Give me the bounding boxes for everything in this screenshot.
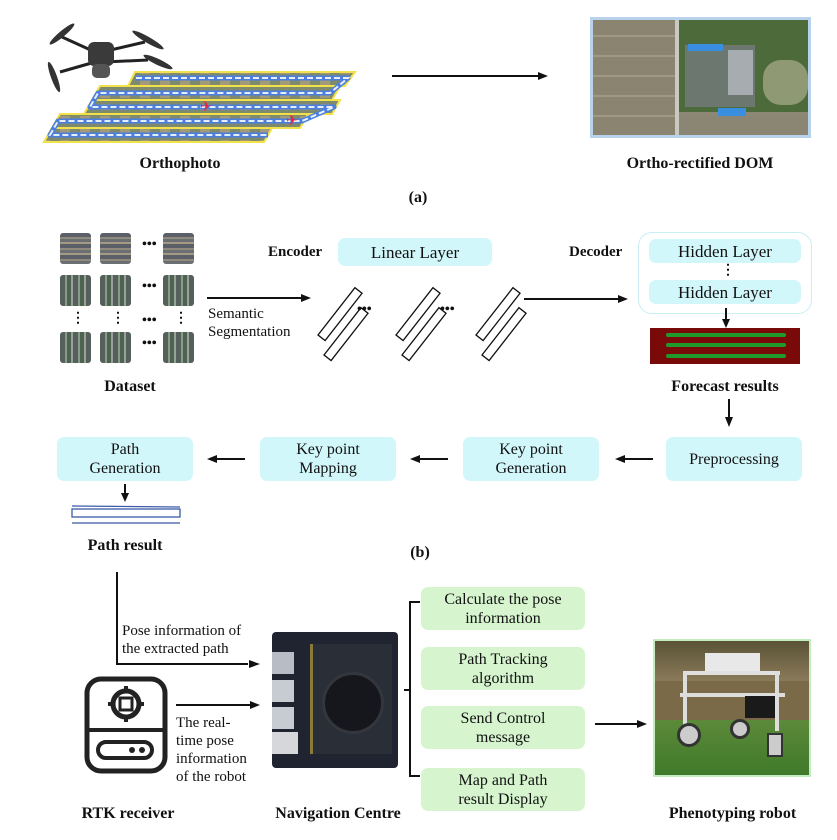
semantic-segmentation-label: Semantic Segmentation [208,306,291,340]
orthophoto-caption: Orthophoto [139,155,221,172]
arrow-down [725,399,733,427]
dataset-thumb [60,332,91,363]
dataset-thumb [100,275,131,306]
dataset-thumb [60,233,91,264]
path-result-caption: Path result [87,537,163,554]
ellipsis: ••• [357,302,372,317]
arrow-right [176,701,260,709]
real-time-pose-label: The real- time pose information of the r… [176,715,247,785]
ellipsis: ••• [142,237,157,252]
linear-layer-box: Linear Layer [338,238,492,266]
arrow-right [595,720,647,728]
arrow-left [410,455,448,463]
arrow-down [722,308,730,328]
ellipsis: ••• [142,336,157,351]
dataset-thumb [163,332,194,363]
hidden-layer-box: Hidden Layer [649,239,801,263]
flight-path-icon: ✈ ✈ [42,71,357,143]
dataset-thumb [163,233,194,264]
svg-text:✈: ✈ [200,99,212,115]
encoder-label: Encoder [268,244,323,260]
dataset-caption: Dataset [104,378,156,395]
panel-b-label: (b) [410,544,430,561]
arrow-left [207,455,245,463]
dom-caption: Ortho-rectified DOM [626,155,774,172]
bracket [404,601,420,777]
vertical-ellipsis: ⋮ [721,263,735,278]
navigation-centre-caption: Navigation Centre [275,805,401,822]
arrow-down [121,484,129,502]
vertical-ellipsis: ⋮ [174,311,188,326]
panel-a-label: (a) [408,189,428,206]
preprocessing-box: Preprocessing [666,437,802,481]
hidden-layer-box: Hidden Layer [649,280,801,304]
vertical-ellipsis: ⋮ [111,311,125,326]
dataset-thumb [100,332,131,363]
pose-information-label: Pose information of the extracted path [122,623,242,657]
connector-path-to-nav [116,572,260,668]
encoder-blocks [317,286,527,362]
drone-icon [47,23,173,93]
ortho-rectified-dom-image [590,17,811,138]
ellipsis: ••• [142,313,157,328]
forecast-result-image [650,328,800,364]
ellipsis: ••• [440,302,455,317]
rtk-receiver-caption: RTK receiver [81,805,175,822]
ellipsis: ••• [142,279,157,294]
navigation-board-image [272,632,398,768]
arrow-right [392,72,548,80]
vertical-ellipsis: ⋮ [71,311,85,326]
path-result-image [71,505,181,524]
dataset-thumb [163,275,194,306]
decoder-label: Decoder [569,244,623,260]
phenotyping-robot-caption: Phenotyping robot [668,805,797,822]
arrow-right [207,294,311,302]
dataset-thumb [60,275,91,306]
arrow-left [615,455,653,463]
arrow-right [524,295,628,303]
rtk-receiver-icon [84,676,168,774]
forecast-caption: Forecast results [671,378,779,395]
phenotyping-robot-image [653,639,811,777]
dataset-thumb [100,233,131,264]
svg-text:✈: ✈ [286,113,298,129]
